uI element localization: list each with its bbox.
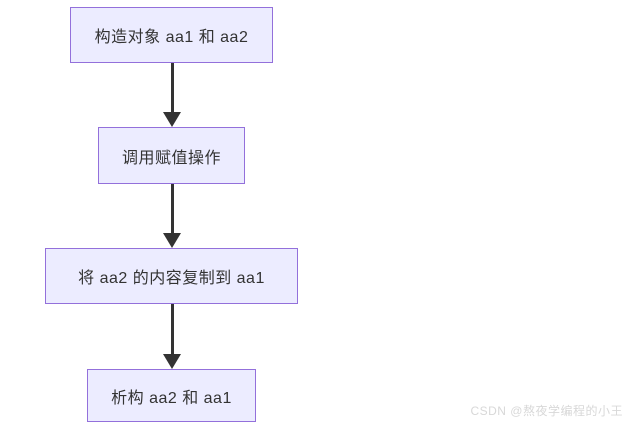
arrow-shaft [170, 304, 174, 354]
flowchart-node-destruct: 析构 aa2 和 aa1 [87, 369, 256, 422]
arrow-shaft [170, 63, 174, 112]
arrow-down-connector [163, 63, 181, 127]
flowchart-node-construct: 构造对象 aa1 和 aa2 [70, 7, 273, 63]
flowchart-node-assign-call: 调用赋值操作 [98, 127, 245, 184]
arrowhead-down-icon [163, 354, 181, 369]
arrowhead-down-icon [163, 233, 181, 248]
flowchart-node-label: 调用赋值操作 [121, 149, 221, 167]
arrowhead-down-icon [163, 112, 181, 127]
flowchart-node-label: 析构 aa2 和 aa1 [111, 389, 232, 407]
csdn-watermark: CSDN @熬夜学编程的小王 [470, 404, 623, 418]
flowchart-node-label: 将 aa2 的内容复制到 aa1 [78, 270, 265, 287]
arrow-down-connector [163, 304, 181, 369]
arrow-shaft [170, 184, 174, 233]
flowchart-node-label: 构造对象 aa1 和 aa2 [94, 29, 249, 46]
arrow-down-connector [163, 184, 181, 248]
flowchart-node-copy: 将 aa2 的内容复制到 aa1 [45, 248, 298, 304]
